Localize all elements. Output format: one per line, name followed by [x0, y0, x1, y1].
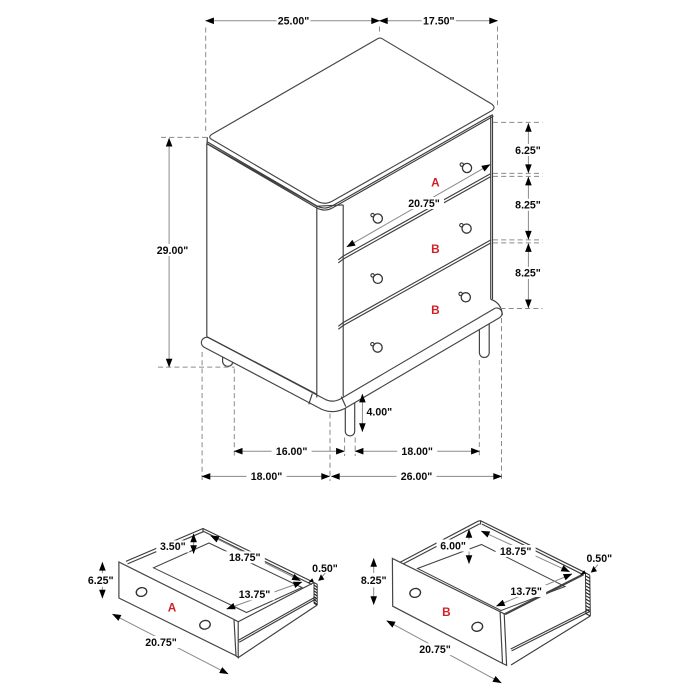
svg-text:13.75": 13.75" — [239, 589, 271, 601]
svg-text:0.50": 0.50" — [586, 553, 612, 565]
svg-text:18.75": 18.75" — [500, 546, 532, 558]
svg-text:B: B — [431, 303, 440, 317]
svg-text:8.25": 8.25" — [515, 268, 541, 280]
svg-text:13.75": 13.75" — [510, 586, 542, 598]
svg-text:18.00": 18.00" — [251, 471, 283, 483]
svg-text:8.25": 8.25" — [361, 575, 387, 587]
svg-text:A: A — [168, 601, 177, 615]
svg-text:6.00": 6.00" — [440, 540, 466, 552]
svg-text:8.25": 8.25" — [515, 200, 541, 212]
svg-text:17.50": 17.50" — [423, 15, 455, 27]
svg-text:25.00": 25.00" — [278, 15, 310, 27]
svg-text:0.50": 0.50" — [312, 563, 338, 575]
svg-text:18.00": 18.00" — [401, 446, 433, 458]
svg-text:A: A — [431, 175, 440, 189]
svg-text:6.25": 6.25" — [88, 575, 114, 587]
svg-text:26.00": 26.00" — [401, 471, 433, 483]
svg-text:6.25": 6.25" — [515, 145, 541, 157]
svg-text:29.00": 29.00" — [157, 245, 189, 257]
svg-text:20.75": 20.75" — [408, 198, 440, 210]
svg-text:B: B — [442, 605, 451, 619]
svg-text:20.75": 20.75" — [419, 644, 451, 656]
svg-text:20.75": 20.75" — [145, 637, 177, 649]
svg-text:16.00": 16.00" — [276, 446, 308, 458]
svg-text:3.50": 3.50" — [160, 541, 186, 553]
svg-text:18.75": 18.75" — [229, 552, 261, 564]
svg-text:B: B — [431, 242, 440, 256]
svg-text:4.00": 4.00" — [367, 407, 393, 419]
